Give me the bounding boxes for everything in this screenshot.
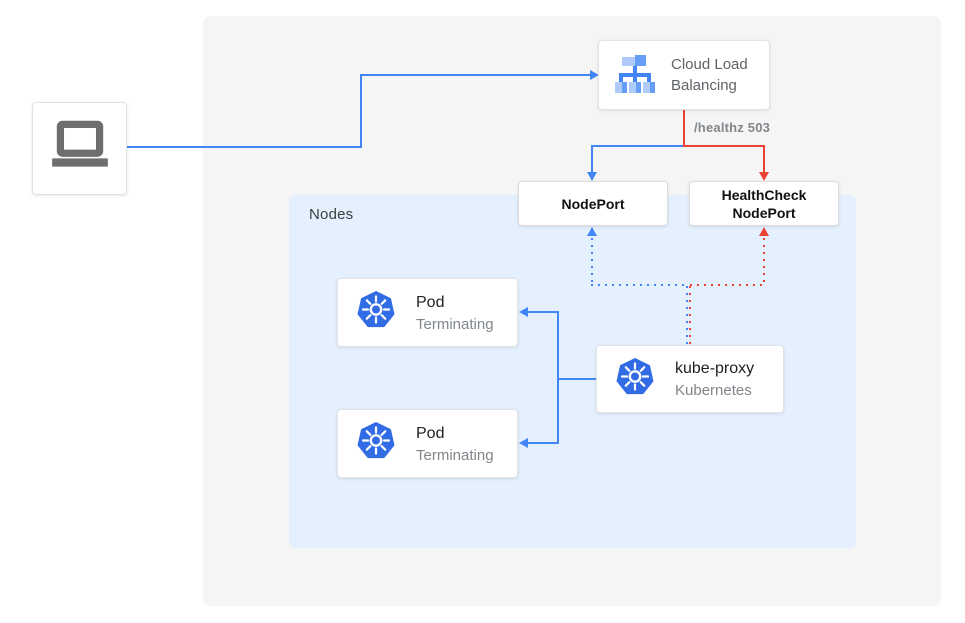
- edge-client-clb-h1: [127, 146, 361, 148]
- dotted-horizontal-red: [690, 284, 764, 286]
- edge-split-blue-h: [591, 145, 683, 147]
- clb-label: Cloud Load Balancing: [671, 56, 748, 94]
- client-card: [32, 102, 127, 195]
- healthcheck-label-line1: HealthCheck: [721, 186, 807, 203]
- dotted-arrowhead-nodeport: [587, 227, 597, 236]
- pod-text: Pod Terminating: [416, 291, 494, 335]
- edge-kproxy-pod1-h: [528, 311, 558, 313]
- kube-proxy-text: kube-proxy Kubernetes: [675, 357, 754, 401]
- pod-title: Pod: [416, 293, 445, 311]
- arrowhead-into-pod2: [519, 438, 528, 448]
- laptop-icon: [47, 119, 113, 178]
- arrowhead-into-clb: [590, 70, 599, 80]
- dotted-kproxy-nodeport-v: [591, 238, 593, 285]
- healthcheck-label-line2: NodePort: [732, 204, 796, 221]
- edge-split-red-h: [683, 145, 765, 147]
- load-balancer-icon: [613, 53, 657, 98]
- dotted-trunk-red: [689, 286, 691, 344]
- edge-split-red-v: [763, 145, 765, 172]
- arrowhead-into-pod1: [519, 307, 528, 317]
- pod-text: Pod Terminating: [416, 422, 494, 466]
- pod-status: Terminating: [416, 446, 494, 464]
- arrowhead-into-healthcheck: [759, 172, 769, 181]
- kubernetes-icon: [356, 290, 396, 335]
- dotted-arrowhead-healthcheck: [759, 227, 769, 236]
- pod-card-2: Pod Terminating: [337, 409, 518, 478]
- healthcheck-nodeport-card: HealthCheck NodePort: [689, 181, 839, 226]
- pod-card-1: Pod Terminating: [337, 278, 518, 347]
- dotted-horizontal-blue: [591, 284, 687, 286]
- healthz-503-label: /healthz 503: [694, 120, 771, 135]
- edge-clb-down-red: [683, 110, 685, 147]
- edge-kproxy-stem: [557, 378, 596, 380]
- edge-client-clb-v: [360, 74, 362, 148]
- arrowhead-into-nodeport: [587, 172, 597, 181]
- pod-title: Pod: [416, 424, 445, 442]
- nodeport-card: NodePort: [518, 181, 668, 226]
- dotted-trunk-blue: [686, 286, 688, 344]
- cloud-load-balancing-card: Cloud Load Balancing: [598, 40, 770, 110]
- edge-kproxy-pod2-h: [528, 442, 558, 444]
- kubernetes-icon: [615, 357, 655, 402]
- nodeport-label: NodePort: [561, 195, 625, 212]
- kube-proxy-title: kube-proxy: [675, 360, 755, 377]
- edge-split-blue-v: [591, 145, 593, 172]
- nodes-group-label: Nodes: [309, 206, 354, 223]
- edge-kproxy-vert: [557, 311, 559, 444]
- pod-status: Terminating: [416, 315, 494, 333]
- dotted-kproxy-healthcheck-v: [763, 238, 765, 285]
- kube-proxy-subtitle: Kubernetes: [675, 382, 752, 399]
- kubernetes-icon: [356, 421, 396, 466]
- edge-client-clb-h2: [360, 74, 590, 76]
- kube-proxy-card: kube-proxy Kubernetes: [596, 345, 784, 413]
